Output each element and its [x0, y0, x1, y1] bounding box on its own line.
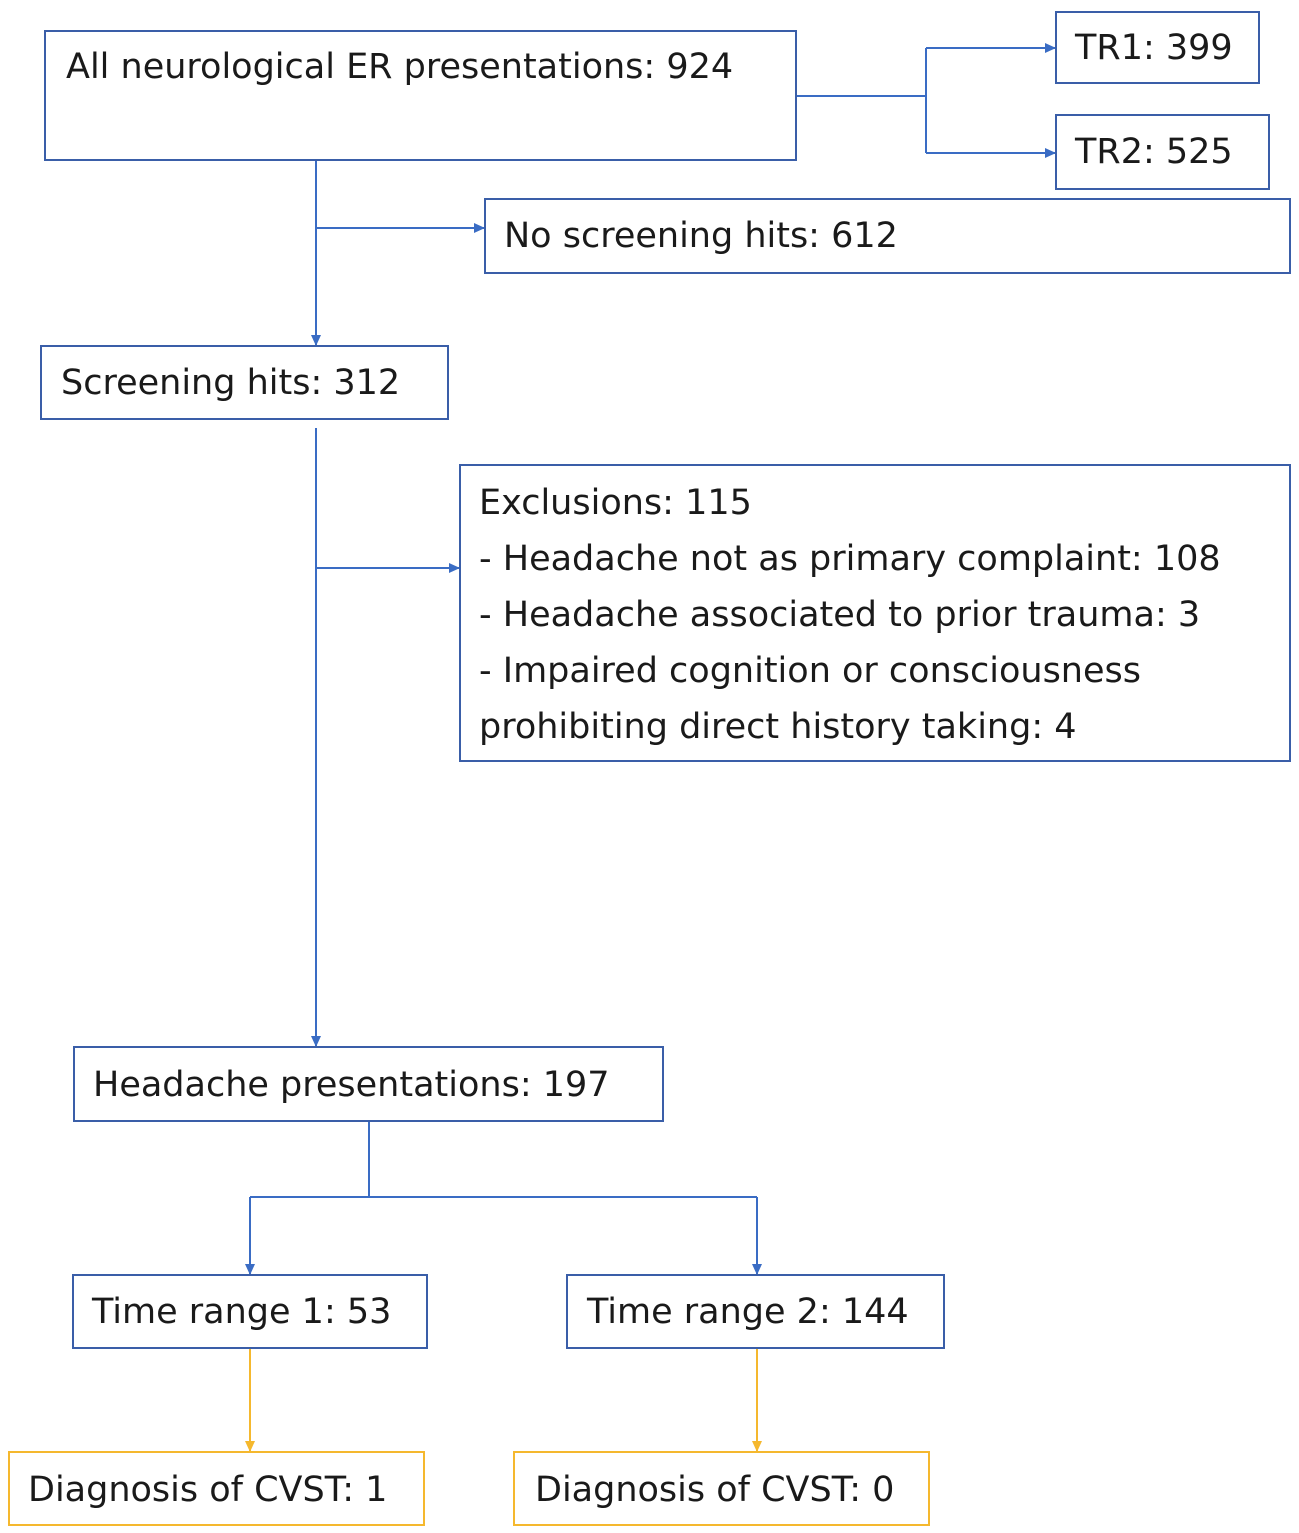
- diagnosis-2-box: Diagnosis of CVST: 0: [513, 1451, 930, 1526]
- exclusions-title: Exclusions: 115: [479, 483, 752, 523]
- tr1-label: TR1: 399: [1075, 28, 1233, 68]
- tr1-box: TR1: 399: [1055, 11, 1260, 84]
- headache-presentations-box: Headache presentations: 197: [73, 1046, 664, 1122]
- time-range-1-label: Time range 1: 53: [92, 1292, 392, 1332]
- diagnosis-2-label: Diagnosis of CVST: 0: [535, 1470, 895, 1510]
- screening-hits-label: Screening hits: 312: [61, 363, 401, 403]
- diagnosis-1-box: Diagnosis of CVST: 1: [8, 1451, 425, 1526]
- exclusions-box: Exclusions: 115 - Headache not as primar…: [459, 464, 1291, 762]
- headache-presentations-label: Headache presentations: 197: [93, 1065, 610, 1105]
- no-screening-hits-label: No screening hits: 612: [504, 216, 898, 256]
- tr2-label: TR2: 525: [1075, 132, 1233, 172]
- all-presentations-label: All neurological ER presentations: 924: [66, 47, 734, 87]
- time-range-1-box: Time range 1: 53: [72, 1274, 428, 1349]
- exclusion-item: prohibiting direct history taking: 4: [479, 707, 1077, 747]
- no-screening-hits-box: No screening hits: 612: [484, 198, 1291, 274]
- all-presentations-box: All neurological ER presentations: 924: [44, 30, 797, 161]
- diagnosis-1-label: Diagnosis of CVST: 1: [28, 1470, 388, 1510]
- time-range-2-label: Time range 2: 144: [587, 1292, 909, 1332]
- exclusion-item: - Headache not as primary complaint: 108: [479, 539, 1221, 579]
- time-range-2-box: Time range 2: 144: [566, 1274, 945, 1349]
- exclusion-item: - Impaired cognition or consciousness: [479, 651, 1141, 691]
- tr2-box: TR2: 525: [1055, 114, 1270, 190]
- exclusion-item: - Headache associated to prior trauma: 3: [479, 595, 1201, 635]
- screening-hits-box: Screening hits: 312: [40, 345, 449, 420]
